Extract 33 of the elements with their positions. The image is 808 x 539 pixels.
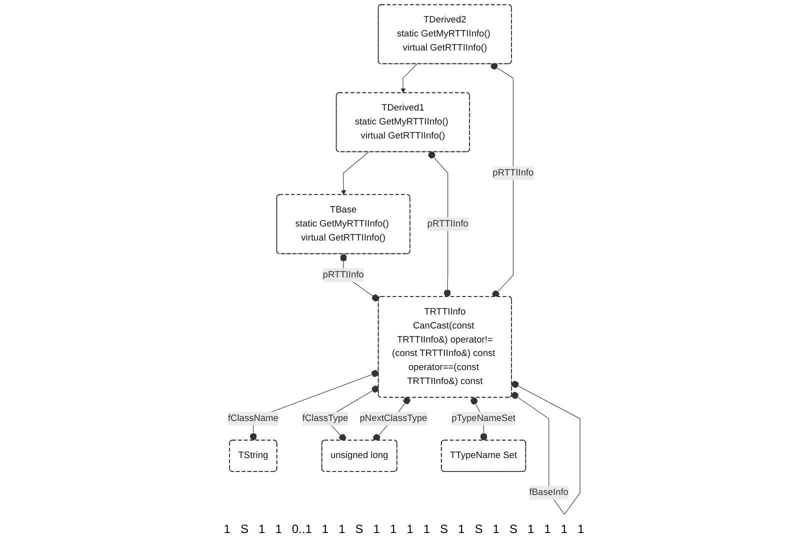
stereotype-mark: S bbox=[355, 522, 364, 536]
multiplicity-label: 1 bbox=[560, 522, 568, 536]
multiplicity-label: 1 bbox=[338, 522, 346, 536]
multiplicity-label: 1 bbox=[544, 522, 551, 536]
edge-label: pRTTIInfo bbox=[492, 168, 534, 178]
edge-label: pRTTIInfo bbox=[322, 270, 364, 280]
multiplicity-label: 1 bbox=[275, 522, 282, 536]
stereotype-mark: S bbox=[240, 522, 248, 536]
multiplicity-label: 1 bbox=[322, 522, 329, 536]
arrow bbox=[341, 152, 369, 196]
connector bbox=[490, 62, 514, 298]
connector bbox=[428, 151, 451, 298]
multiplicity-label: 1 bbox=[492, 522, 500, 536]
multiplicity-label: 1 bbox=[527, 522, 534, 536]
edge-label: pNextClassType bbox=[360, 414, 428, 424]
multiplicity-label: 1 bbox=[406, 522, 414, 536]
edge-label: fClassType bbox=[302, 414, 348, 424]
multiplicity-label: 0..1 bbox=[292, 522, 312, 536]
multiplicity-label: 1 bbox=[258, 522, 266, 536]
stereotype-mark: S bbox=[440, 522, 448, 536]
multiplicity-label: 1 bbox=[423, 522, 430, 536]
edge-label: pRTTIInfo bbox=[427, 218, 468, 229]
multiplicity-label: 1 bbox=[373, 522, 380, 536]
multiplicity-label: 1 bbox=[578, 522, 584, 536]
edge-label: fClassName bbox=[228, 414, 278, 424]
arrow bbox=[400, 64, 418, 94]
multiplicity-label: 1 bbox=[224, 522, 230, 536]
multiplicity-label: 1 bbox=[390, 522, 397, 536]
stereotype-mark: S bbox=[509, 522, 518, 536]
multiplicity-label: 1 bbox=[458, 522, 465, 536]
stereotype-mark: S bbox=[474, 522, 483, 536]
edge-label: fBaseInfo bbox=[529, 488, 568, 498]
edge-label: pTypeNameSet bbox=[452, 414, 516, 424]
